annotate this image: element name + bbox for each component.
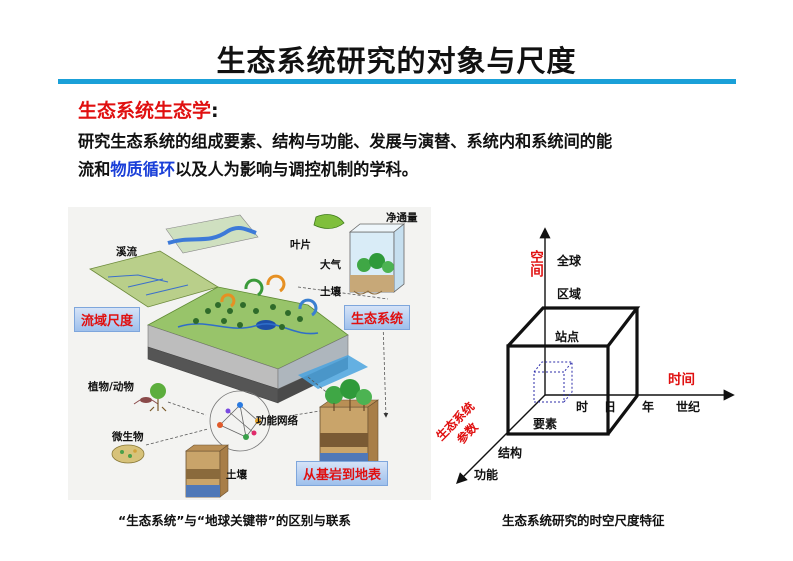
stream-panel bbox=[166, 215, 258, 253]
badge-watershed-scale: 流域尺度 bbox=[74, 307, 140, 332]
definition-highlight: 物质循环 bbox=[110, 160, 175, 179]
axis-time-label: 时间 bbox=[668, 368, 695, 388]
title-underline bbox=[58, 79, 736, 84]
spatiotemporal-scale-figure: 空间 时间 生态系统 参数 全球 区域 站点 时 日 年 世纪 要素 结构 功能 bbox=[430, 210, 770, 510]
left-figure-caption: “生态系统”与“地球关键带”的区别与联系 bbox=[118, 510, 351, 529]
definition-line-2: 流和物质循环以及人为影响与调控机制的学科。 bbox=[78, 156, 718, 184]
definition-colon: : bbox=[211, 100, 219, 122]
inner-cube bbox=[534, 362, 572, 402]
plant-icon bbox=[150, 383, 166, 399]
label-soil-bottom: 土壤 bbox=[226, 467, 247, 482]
time-tick-hour: 时 bbox=[576, 398, 588, 415]
time-tick-century: 世纪 bbox=[676, 398, 700, 415]
label-atmosphere: 大气 bbox=[320, 257, 341, 272]
param-tick-structure: 结构 bbox=[498, 444, 522, 461]
definition-line-2-post: 以及人为影响与调控机制的学科。 bbox=[175, 160, 418, 179]
microbe-icon bbox=[112, 445, 144, 463]
critical-zone-figure: 溪流 叶片 净通量 大气 土壤 植物/动物 微生物 功能网络 土壤 流域尺度 生… bbox=[68, 207, 431, 500]
axis-space-label: 空间 bbox=[525, 250, 545, 277]
badge-bedrock-to-surface: 从基岩到地表 bbox=[296, 461, 388, 486]
label-net-flux: 净通量 bbox=[386, 210, 418, 225]
definition-line-2-pre: 流和 bbox=[78, 160, 110, 179]
scale-cube-diagram bbox=[430, 210, 770, 510]
page-title: 生态系统研究的对象与尺度 bbox=[0, 38, 793, 80]
label-soil-top: 土壤 bbox=[320, 284, 341, 299]
space-tick-region: 区域 bbox=[557, 285, 581, 302]
definition-line-1: 研究生态系统的组成要素、结构与功能、发展与演替、系统内和系统间的能 bbox=[78, 128, 718, 156]
badge-ecosystem: 生态系统 bbox=[344, 305, 410, 330]
space-tick-site: 站点 bbox=[555, 328, 579, 345]
right-figure-caption: 生态系统研究的时空尺度特征 bbox=[502, 510, 665, 529]
label-leaf: 叶片 bbox=[290, 237, 311, 252]
param-tick-element: 要素 bbox=[533, 415, 557, 432]
animal-icon bbox=[140, 397, 152, 403]
time-tick-year: 年 bbox=[642, 398, 654, 415]
param-tick-function: 功能 bbox=[474, 466, 498, 483]
label-microbes: 微生物 bbox=[112, 429, 144, 444]
definition-body: 研究生态系统的组成要素、结构与功能、发展与演替、系统内和系统间的能 流和物质循环… bbox=[78, 128, 718, 184]
label-functional-network: 功能网络 bbox=[256, 413, 298, 428]
label-plants-animals: 植物/动物 bbox=[88, 379, 134, 394]
definition-term: 生态系统生态学 bbox=[78, 100, 211, 122]
time-tick-day: 日 bbox=[604, 398, 616, 415]
definition-heading: 生态系统生态学: bbox=[78, 96, 219, 123]
leaf-icon bbox=[314, 215, 344, 229]
space-tick-global: 全球 bbox=[557, 252, 581, 269]
label-stream: 溪流 bbox=[116, 244, 137, 259]
